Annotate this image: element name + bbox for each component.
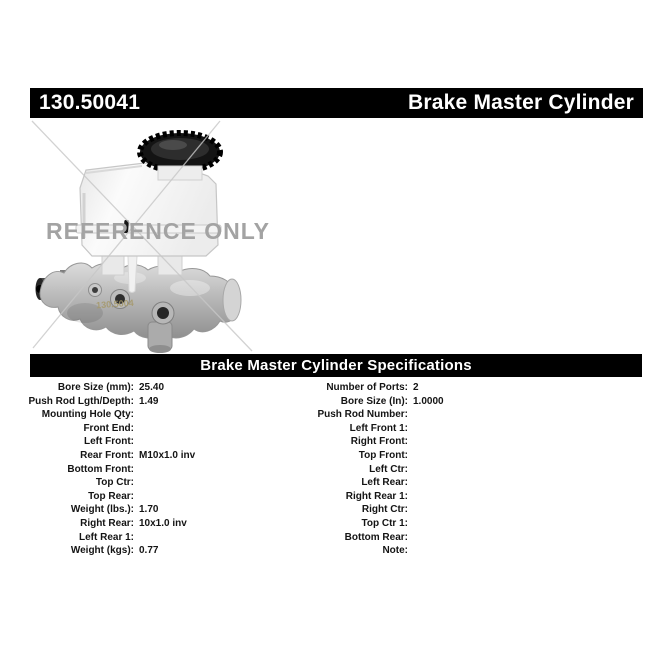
spec-row: Left Ctr: xyxy=(240,463,660,477)
spec-row: Front End: xyxy=(5,422,325,436)
spec-label: Number of Ports: xyxy=(326,382,408,393)
spec-label: Top Ctr: xyxy=(95,477,134,489)
watermark-x-lines xyxy=(31,120,253,352)
spec-section-title: Brake Master Cylinder Specifications xyxy=(200,357,472,374)
spec-label: Left Front: xyxy=(84,436,134,448)
spec-label: Top Rear: xyxy=(88,490,134,502)
spec-row: Weight (lbs.): 1.70 xyxy=(5,503,325,517)
spec-value: M10x1.0 inv xyxy=(139,449,196,461)
spec-label: Rear Front: xyxy=(80,449,134,461)
spec-value: 1.0000 xyxy=(413,395,444,407)
spec-label: Weight (lbs.): xyxy=(70,504,134,516)
spec-value: 10x1.0 inv xyxy=(139,517,187,529)
header-bar: 130.50041 Brake Master Cylinder xyxy=(30,88,643,118)
reference-only-watermark: REFERENCE ONLY xyxy=(46,218,271,244)
spec-row: Bottom Front: xyxy=(5,463,325,477)
spec-row: Right Rear 1: xyxy=(240,490,660,504)
spec-label: Bottom Front: xyxy=(67,463,134,475)
spec-label: Bottom Rear: xyxy=(344,531,408,543)
spec-label: Left Rear 1: xyxy=(78,531,134,543)
spec-row: Right Rear: 10x1.0 inv xyxy=(5,517,325,531)
spec-label: Right Front: xyxy=(350,436,408,448)
spec-label: Right Rear: xyxy=(80,517,134,529)
spec-row: Left Front: xyxy=(5,435,325,449)
spec-row: Left Rear 1: xyxy=(5,531,325,545)
spec-row: Right Ctr: xyxy=(240,503,660,517)
spec-value: 2 xyxy=(413,382,419,393)
spec-label: Front End: xyxy=(83,422,134,434)
spec-row: Bore Size (mm): 25.40 xyxy=(5,381,325,395)
product-photo: 130.5004 xyxy=(31,120,253,353)
reservoir-cap xyxy=(137,130,223,181)
spec-row: Right Front: xyxy=(240,435,660,449)
spec-value: 1.49 xyxy=(139,395,159,407)
spec-row: Top Rear: xyxy=(5,490,325,504)
spec-row: Note: xyxy=(240,544,660,558)
spec-row: Left Front 1: xyxy=(240,422,660,436)
spec-row: Push Rod Number: xyxy=(240,408,660,422)
spec-label: Top Ctr 1: xyxy=(361,517,408,529)
spec-label: Left Rear: xyxy=(361,477,408,489)
spec-label: Bore Size (mm): xyxy=(57,382,134,393)
spec-section-header: Brake Master Cylinder Specifications xyxy=(30,354,642,377)
spec-row: Number of Ports: 2 xyxy=(240,381,660,395)
page-title: Brake Master Cylinder xyxy=(408,91,634,114)
spec-label: Left Ctr: xyxy=(369,463,408,475)
spec-value: 0.77 xyxy=(139,545,159,557)
spec-label: Weight (kgs): xyxy=(70,545,134,557)
spec-row: Rear Front: M10x1.0 inv xyxy=(5,449,325,463)
spec-row: Bottom Rear: xyxy=(240,531,660,545)
spec-row: Mounting Hole Qty: xyxy=(5,408,325,422)
cylinder-body: 130.5004 xyxy=(35,262,242,353)
spec-value: 25.40 xyxy=(139,382,165,393)
spec-row: Left Rear: xyxy=(240,476,660,490)
spec-row: Top Ctr 1: xyxy=(240,517,660,531)
spec-label: Top Front: xyxy=(358,449,408,461)
spec-row: Weight (kgs): 0.77 xyxy=(5,544,325,558)
engraved-part-number: 130.5004 xyxy=(96,298,134,311)
spec-label: Right Rear 1: xyxy=(345,490,408,502)
spec-row: Top Front: xyxy=(240,449,660,463)
spec-label: Left Front 1: xyxy=(349,422,408,434)
spec-label: Push Rod Lgth/Depth: xyxy=(28,395,134,407)
spec-row: Push Rod Lgth/Depth: 1.49 xyxy=(5,395,325,409)
product-photo-area: 130.5004 xyxy=(30,118,643,354)
spec-row: Top Ctr: xyxy=(5,476,325,490)
spec-label: Push Rod Number: xyxy=(317,409,408,421)
spec-value: 1.70 xyxy=(139,504,159,516)
spec-label: Mounting Hole Qty: xyxy=(41,409,134,421)
part-number: 130.50041 xyxy=(39,91,141,114)
spec-row: Bore Size (In): 1.0000 xyxy=(240,395,660,409)
spec-label: Bore Size (In): xyxy=(340,395,408,407)
spec-label: Right Ctr: xyxy=(361,504,408,516)
spec-label: Note: xyxy=(382,545,408,557)
